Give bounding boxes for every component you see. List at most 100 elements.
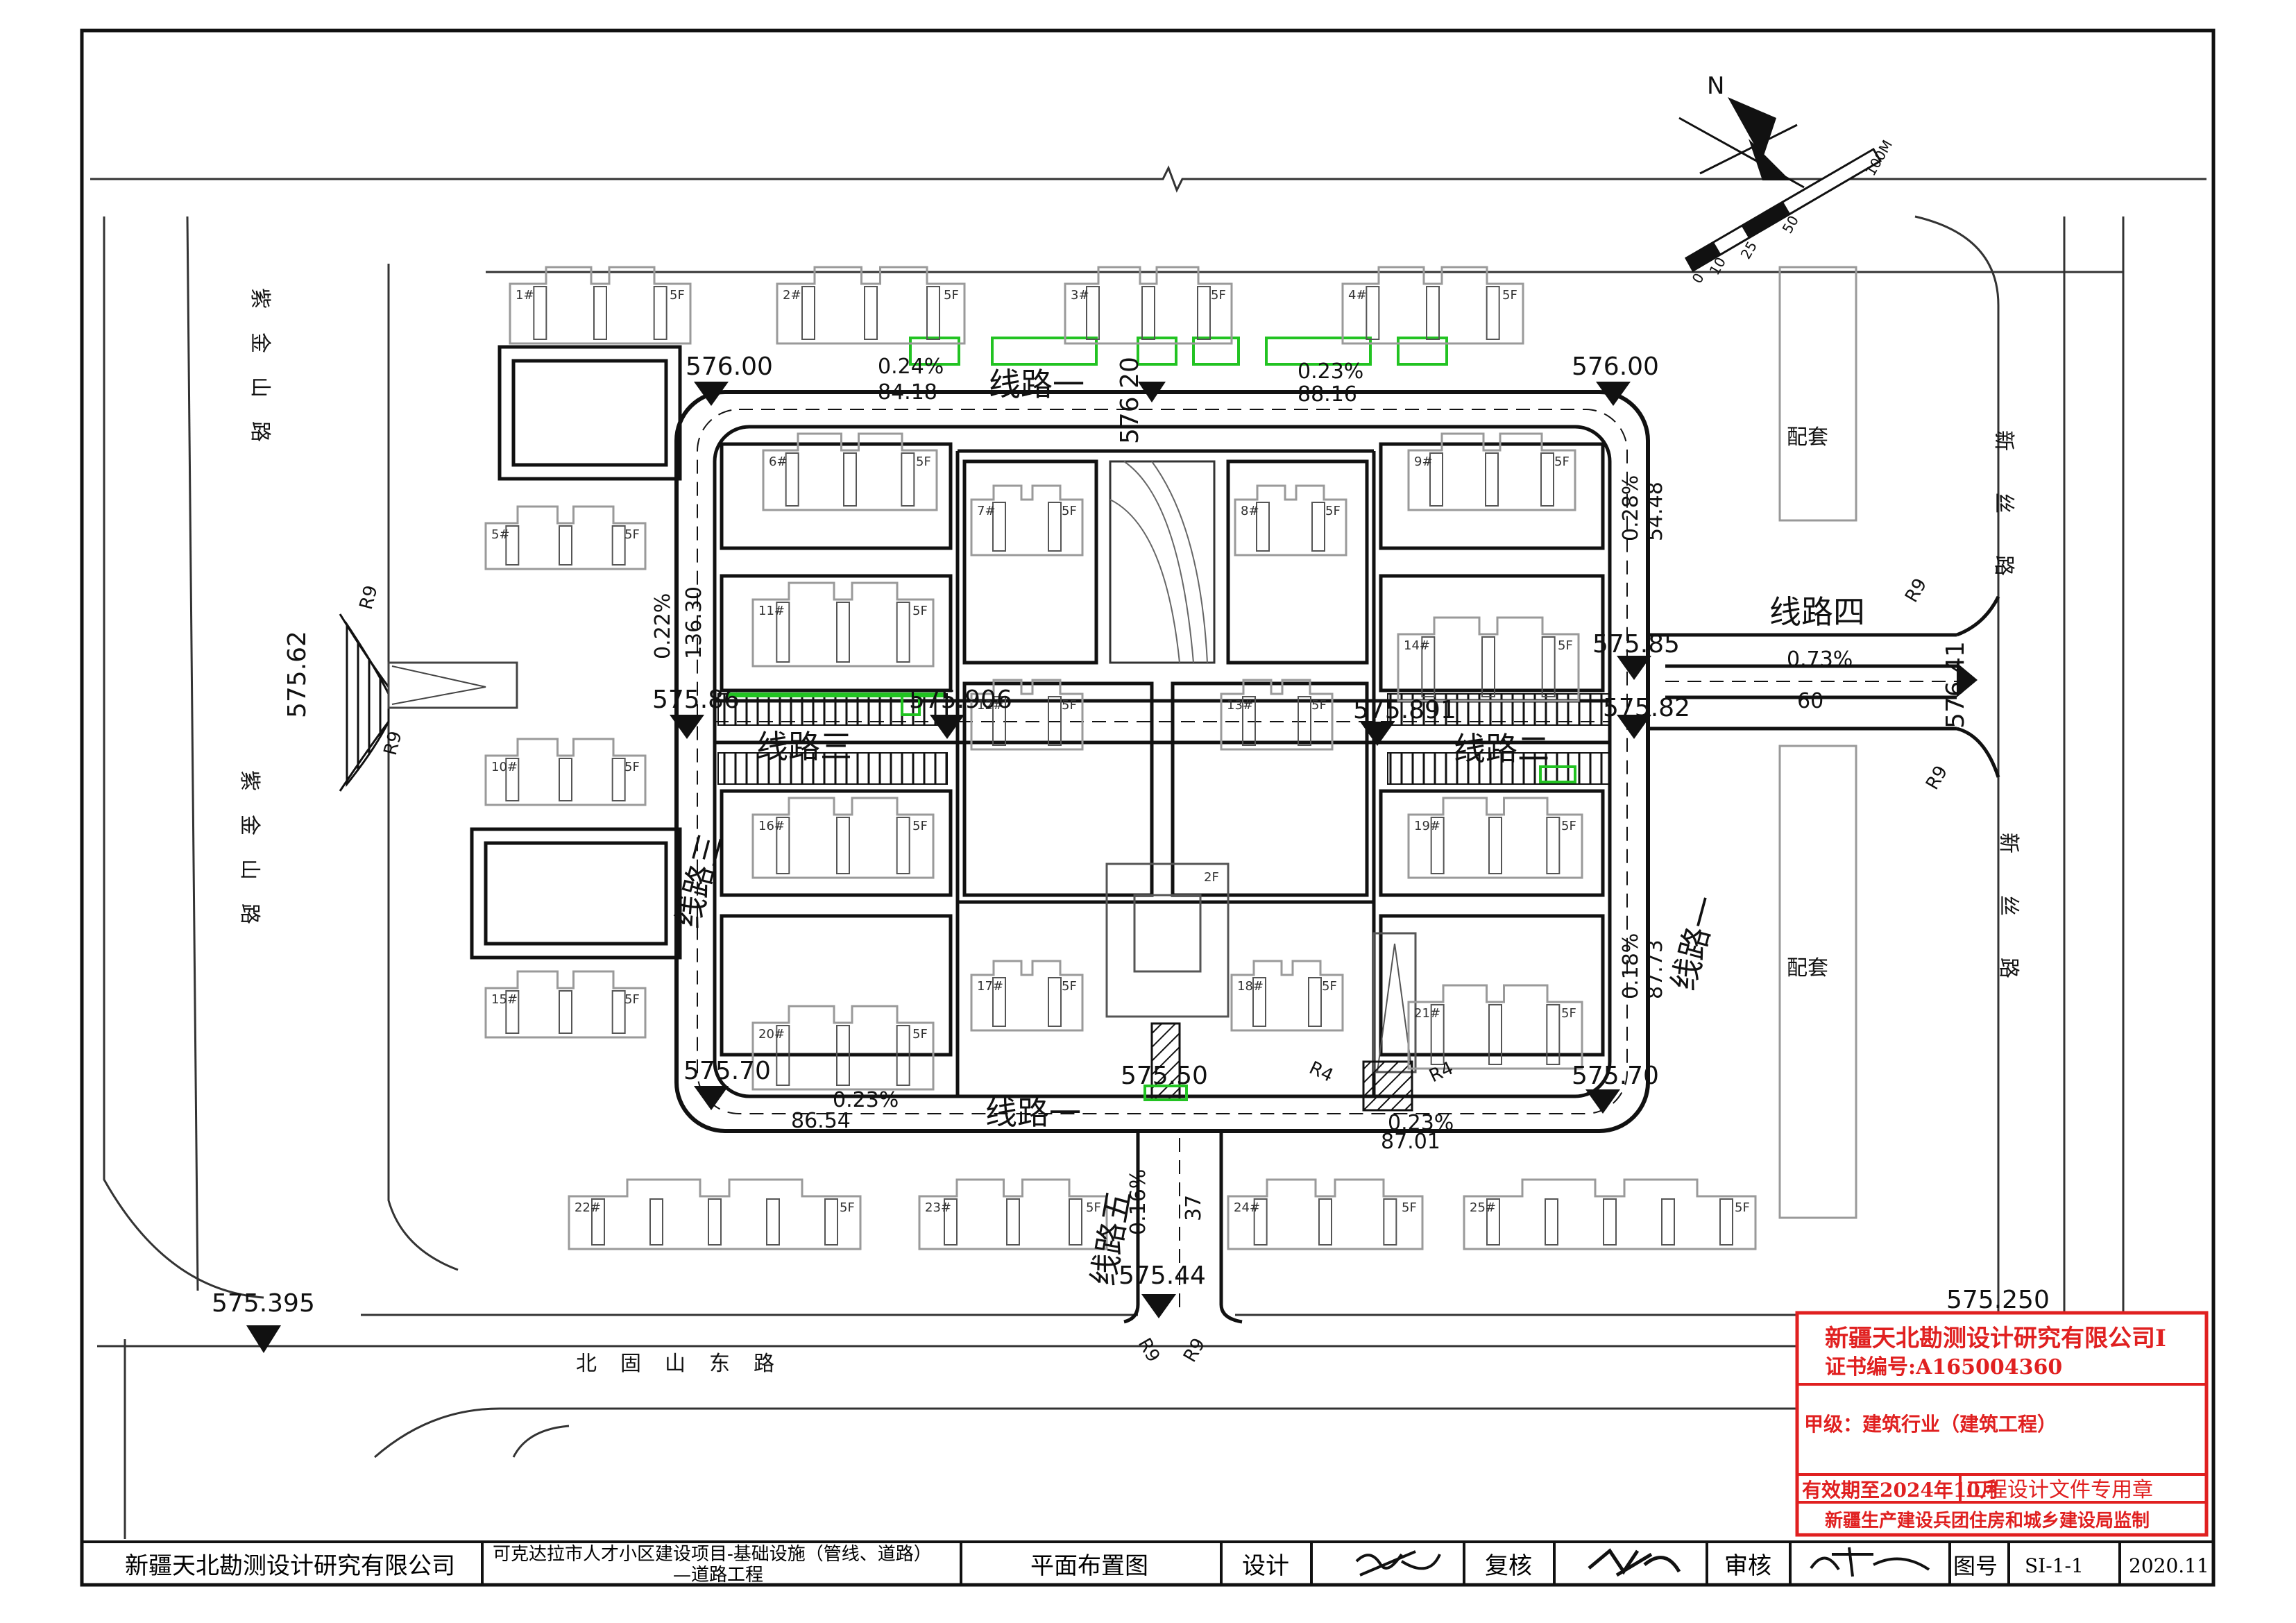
building-floors: 5F [1325, 504, 1341, 518]
service-label-north: 配套 [1787, 425, 1828, 450]
building-number: 18# [1237, 979, 1264, 994]
compass-arrow [1728, 97, 1776, 160]
plaza-floors: 2F [1204, 870, 1219, 885]
building-floors: 5F [1086, 1200, 1101, 1215]
drawing-frame [80, 28, 2216, 1587]
building-floors: 5F [670, 288, 685, 303]
building-floors: 5F [912, 819, 928, 833]
building-number: 21# [1414, 1006, 1440, 1021]
building-floors: 5F [1561, 819, 1576, 833]
building-floors: 5F [916, 454, 931, 469]
len-9: 37 [1182, 1195, 1206, 1221]
radius-4: R9 [1922, 763, 1952, 794]
building-6: 6# 5F [762, 432, 938, 511]
building-floors: 5F [1558, 638, 1573, 653]
building-number: 11# [758, 604, 785, 618]
east-road [1648, 595, 2000, 778]
building-floors: 5F [912, 604, 928, 618]
parking-strip-east-2 [1387, 752, 1610, 785]
len-3: 54.48 [1643, 482, 1667, 541]
service-block-south [1778, 745, 1857, 1219]
building-number: 16# [758, 819, 785, 833]
elev-4: 575.62 [283, 631, 312, 718]
building-floors: 5F [912, 1027, 928, 1042]
slope-1: 0.24% [878, 355, 944, 379]
review-signature [1588, 1548, 1681, 1577]
building-25: 25#5F [1463, 1178, 1757, 1250]
building-number: 13# [1227, 698, 1253, 713]
building-9: 9# 5F [1407, 432, 1576, 511]
building-floors: 5F [624, 992, 640, 1007]
building-1: 1# 5F [509, 266, 692, 345]
building-23: 23#5F [918, 1178, 1108, 1250]
building-21: 21# 5F [1407, 984, 1583, 1070]
building-floors: 5F [1311, 698, 1327, 713]
service-block-north [1778, 266, 1857, 522]
radius-1: R9 [356, 584, 382, 612]
building-floors: 5F [944, 288, 959, 303]
road-label-r2: 线路二 [1454, 730, 1549, 767]
elev-6: 575.906 [909, 686, 1012, 714]
building-number: 7# [977, 504, 996, 518]
building-floors: 5F [1062, 504, 1077, 518]
compass-north: N [1707, 72, 1724, 100]
parking-strip-west-2 [717, 752, 948, 785]
building-8: 8#5F [1234, 484, 1347, 556]
title-design-label: 设计 [1242, 1552, 1289, 1580]
south-street [97, 1314, 1873, 1539]
slope-4: 0.22% [651, 593, 675, 659]
elev-15: 575.395 [212, 1289, 315, 1318]
elev-14: 575.44 [1119, 1261, 1206, 1290]
stamp-cert: 证书编号:A165004360 [1825, 1355, 2062, 1379]
building-number: 14# [1404, 638, 1430, 653]
title-drawing: 平面布置图 [1030, 1552, 1148, 1580]
elev-5: 575.86 [652, 686, 740, 714]
parking-strip-east [1387, 693, 1610, 726]
road-label-r1-east: 线路一 [1664, 892, 1725, 994]
building-floors: 5F [624, 527, 640, 542]
building-18: 18# 5F [1230, 960, 1344, 1032]
building-number: 1# [516, 288, 534, 303]
length-labels: 84.18 88.16 54.48 136.30 60 87.73 86.54 … [682, 380, 1823, 1221]
building-10: 10#5F [484, 738, 647, 806]
building-11: 11# 5F [751, 581, 935, 668]
elev-8: 575.85 [1592, 630, 1680, 658]
building-20: 20# 5F [751, 1005, 935, 1091]
elev-16: 575.250 [1946, 1286, 2050, 1314]
stamp-grade: 甲级：建筑行业（建筑工程） [1804, 1413, 2057, 1436]
building-number: 15# [491, 992, 518, 1007]
design-signature [1355, 1550, 1441, 1577]
elev-12: 575.50 [1121, 1062, 1208, 1090]
len-5: 60 [1797, 689, 1823, 713]
len-4: 136.30 [682, 586, 706, 659]
building-number: 22# [575, 1200, 601, 1215]
len-6: 87.73 [1643, 940, 1667, 999]
elev-1: 576.00 [686, 352, 773, 381]
building-number: 20# [758, 1027, 785, 1042]
building-15: 15# 5F [484, 970, 647, 1039]
building-floors: 5F [1322, 979, 1337, 994]
building-number: 10# [491, 760, 518, 774]
west-loops [470, 345, 682, 960]
building-floors: 5F [1561, 1006, 1576, 1021]
building-floors: 5F [1554, 454, 1570, 469]
title-date: 2020.11 [2129, 1554, 2209, 1577]
title-approve-label: 审核 [1724, 1552, 1771, 1580]
west-street [103, 216, 2123, 1299]
title-block: 新疆天北勘测设计研究有限公司 可克达拉市人才小区建设项目-基础设施（管线、道路）… [125, 1542, 2209, 1586]
radius-6: R9 [1180, 1335, 1209, 1366]
building-7: 7# 5F [970, 484, 1084, 556]
elev-11: 575.70 [683, 1057, 771, 1085]
slope-3: 0.28% [1619, 475, 1643, 541]
building-number: 3# [1071, 288, 1089, 303]
elev-13: 575.70 [1572, 1062, 1659, 1090]
slope-2: 0.23% [1298, 359, 1363, 384]
radius-5: R9 [1134, 1335, 1164, 1366]
building-number: 6# [769, 454, 788, 469]
building-number: 9# [1414, 454, 1433, 469]
design-stamp: 新疆天北勘测设计研究有限公司Ⅰ 证书编号:A165004360 甲级：建筑行业（… [1795, 1311, 2209, 1537]
len-8: 87.01 [1381, 1130, 1440, 1154]
len-1: 84.18 [878, 380, 937, 405]
service-label-south: 配套 [1787, 956, 1828, 980]
